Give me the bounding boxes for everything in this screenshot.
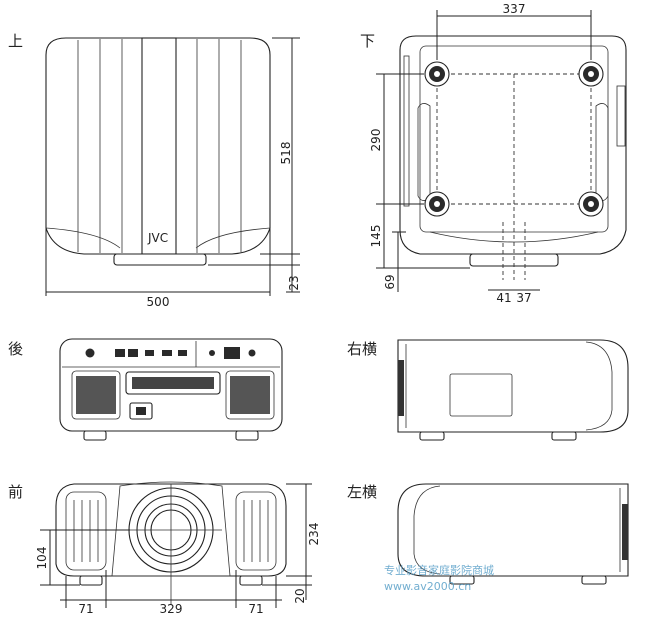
watermark-line-1: 专业影音家庭影院商城: [384, 564, 494, 577]
dim-top-depth: 518: [279, 142, 293, 165]
dim-bottom-edge: 69: [383, 274, 397, 289]
view-label-bottom: 下: [360, 32, 376, 50]
dim-top-width: 500: [147, 295, 170, 309]
foot-icon-rear-left: [424, 61, 450, 87]
rear-vent-right: [230, 376, 270, 414]
jvc-logo: JVC: [147, 231, 168, 245]
left-side-view: [397, 483, 629, 585]
dim-bottom-center-right: 37: [516, 291, 531, 305]
rear-view: [59, 338, 283, 441]
dim-front-left: 71: [78, 602, 93, 616]
dim-top-foot: 23: [287, 275, 301, 290]
view-label-left: 左横: [347, 483, 378, 501]
top-view: JVC 500 518 23: [45, 37, 301, 309]
dim-front-height: 234: [307, 523, 321, 546]
dim-front-right: 71: [248, 602, 263, 616]
view-label-front: 前: [8, 483, 24, 501]
dim-bottom-center-left: 41: [496, 291, 511, 305]
dim-bottom-front-offset: 145: [369, 225, 383, 248]
rear-vent-left: [76, 376, 116, 414]
view-label-rear: 後: [8, 340, 24, 358]
view-label-right: 右横: [347, 340, 378, 358]
front-view: 71 329 71 234 20 104: [35, 481, 321, 616]
dim-front-lens-height: 104: [35, 547, 49, 570]
dim-bottom-foot-depth: 290: [369, 129, 383, 152]
view-label-top: 上: [8, 32, 24, 50]
foot-icon-front-right: [578, 191, 604, 217]
dim-bottom-foot-span: 337: [503, 2, 526, 16]
foot-icon-rear-right: [578, 61, 604, 87]
dim-front-foot: 20: [293, 588, 307, 603]
dim-front-center: 329: [160, 602, 183, 616]
watermark: 专业影音家庭影院商城 www.av2000.cn: [384, 563, 634, 597]
foot-icon-front-left: [424, 191, 450, 217]
watermark-line-2: www.av2000.cn: [384, 580, 472, 593]
bottom-view: 337 290 145 69 41 37: [369, 2, 627, 305]
right-side-view: [397, 339, 629, 441]
